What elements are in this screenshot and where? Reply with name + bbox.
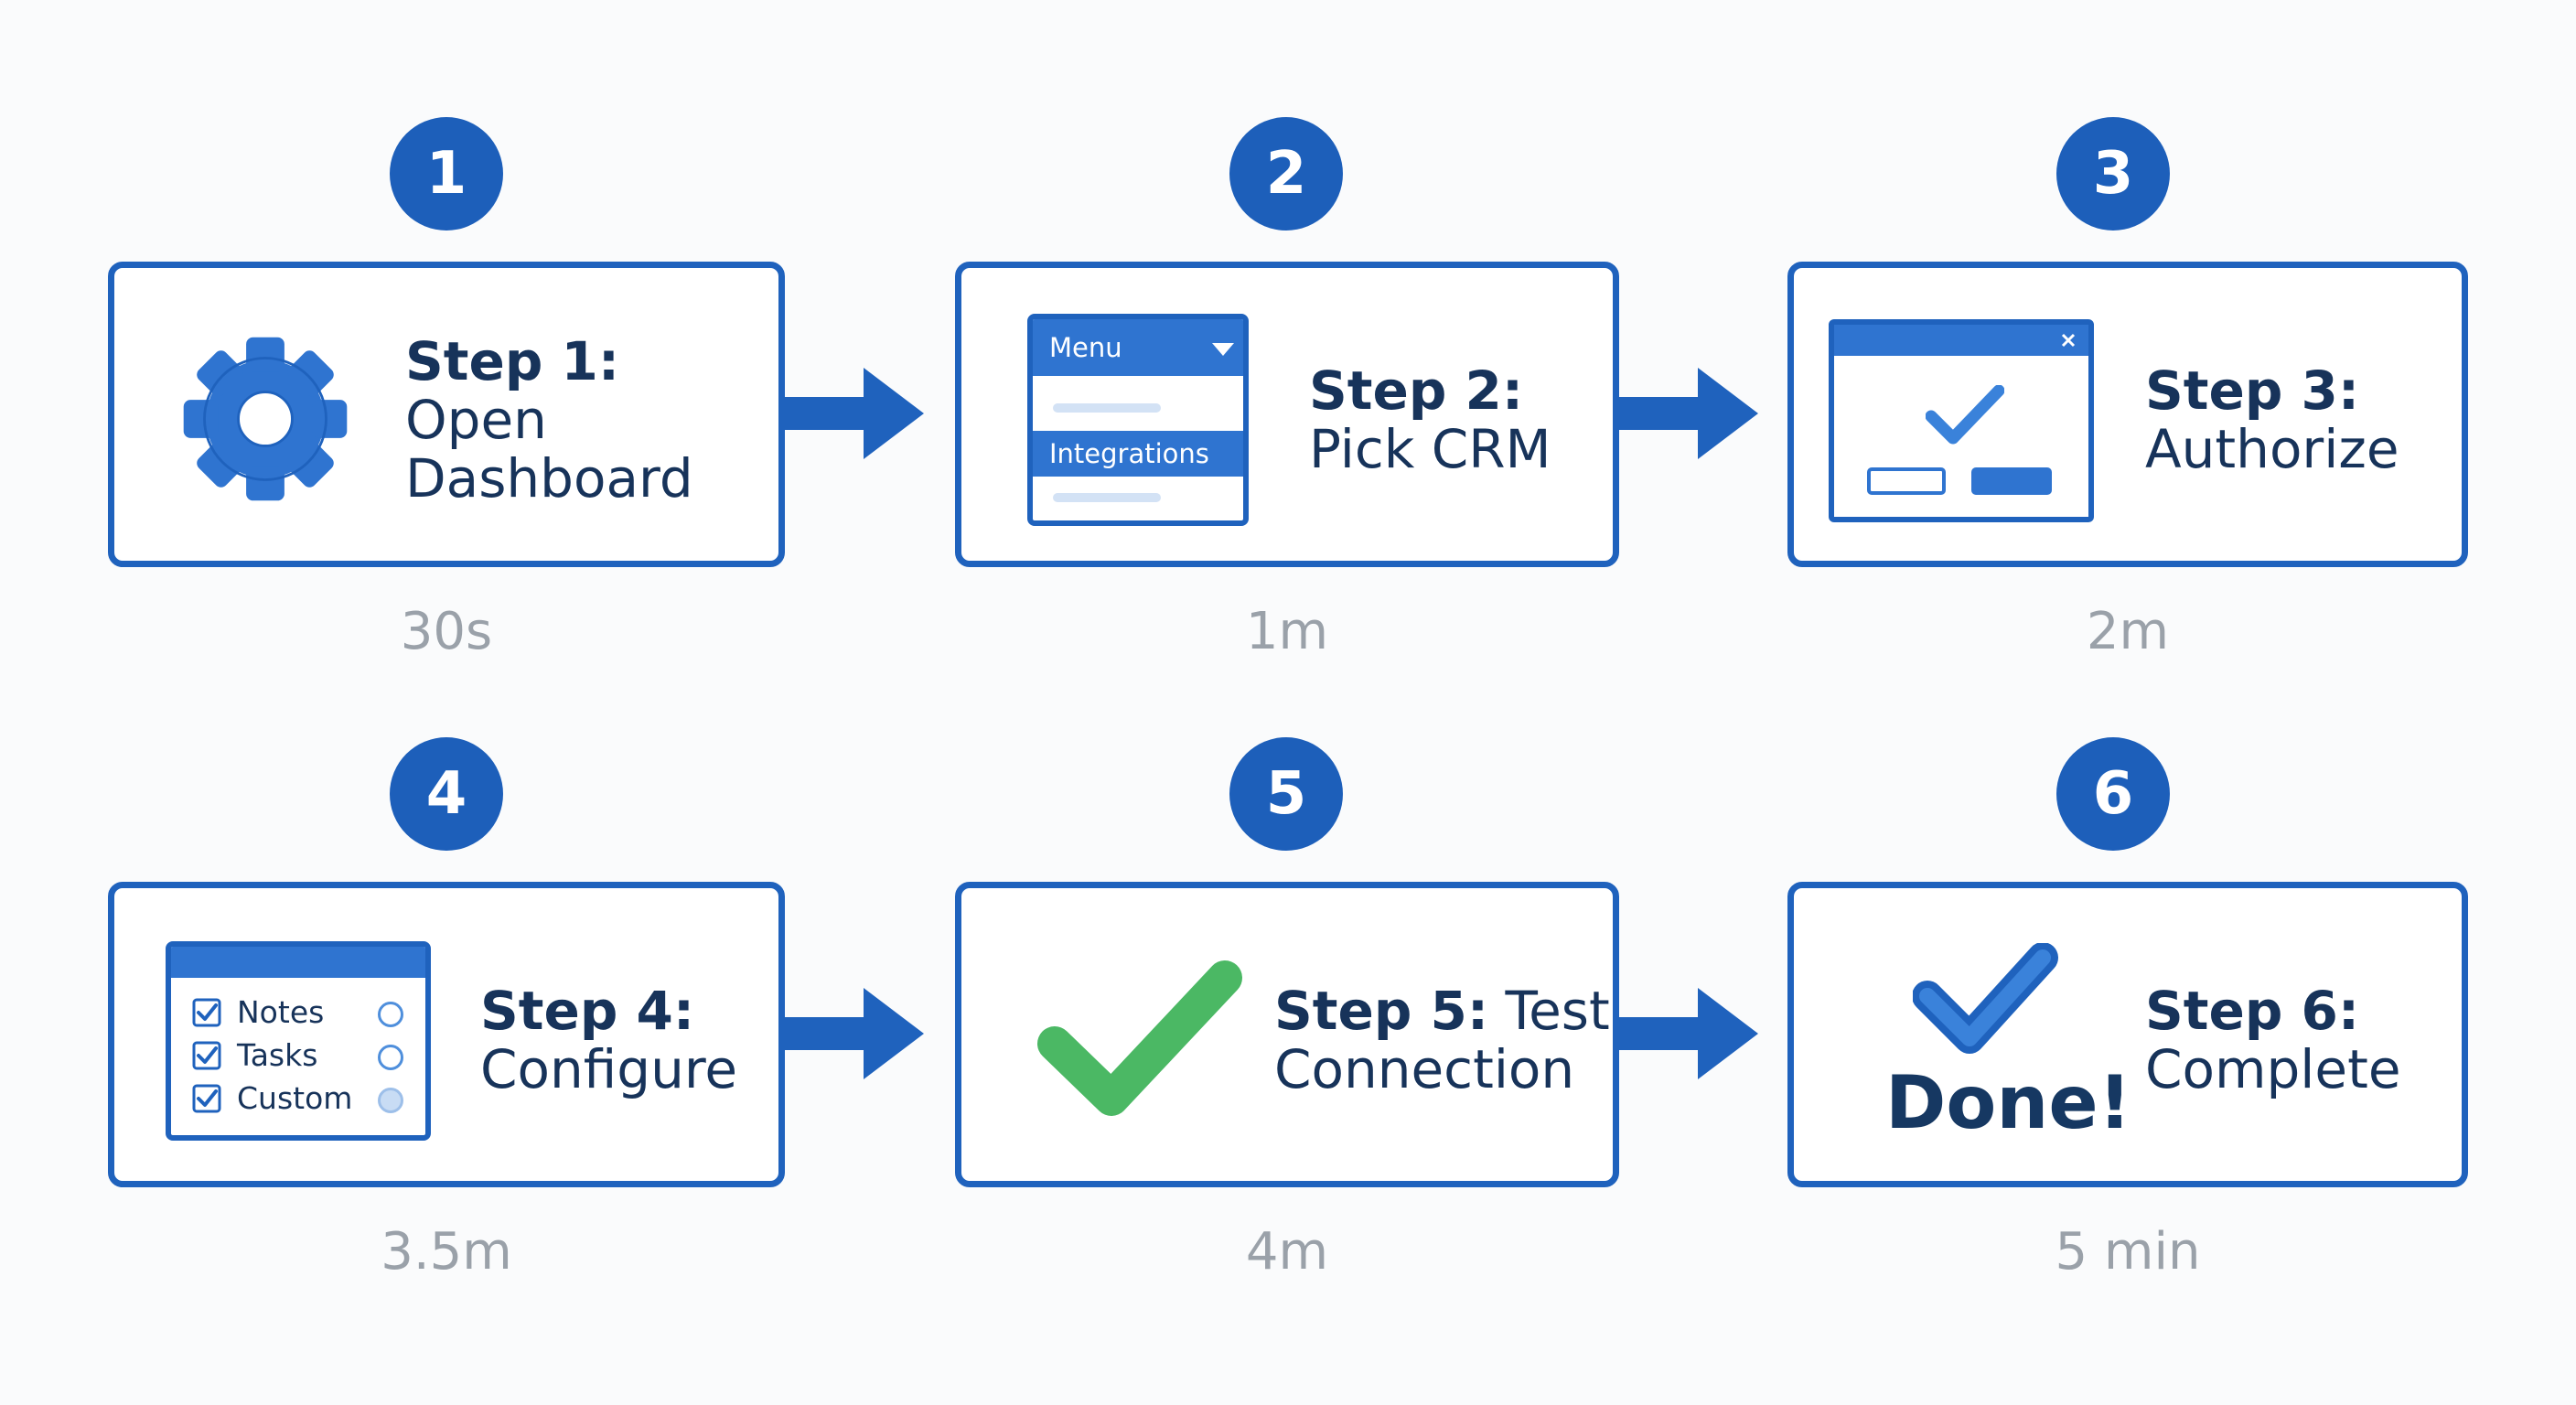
step-2-title: Step 2:: [1309, 359, 1524, 422]
arrow-right-icon: [1617, 988, 1758, 1079]
option-row-notes: Notes: [191, 994, 324, 1030]
step-3-time: 2m: [2086, 602, 2170, 661]
step-5-label: Step 5: Test Connection: [1274, 981, 1610, 1099]
step-1-label: Step 1: Open Dashboard: [405, 332, 693, 508]
arrow-right-icon: [1617, 368, 1758, 459]
option-label-custom: Custom: [237, 1080, 353, 1116]
done-label: Done!: [1885, 1060, 2132, 1145]
radio-empty-icon: [378, 1002, 403, 1027]
menu-item-integrations-label: Integrations: [1049, 438, 1209, 469]
green-checkmark-icon: [1037, 960, 1242, 1116]
gear-icon: [183, 337, 348, 501]
step-2-time: 1m: [1245, 602, 1329, 661]
chevron-down-icon: [1212, 343, 1234, 356]
menu-placeholder-line: [1053, 493, 1161, 502]
step-1-subtitle-line-1: Open: [405, 389, 547, 451]
step-3-card: Step 3: Authorize: [1787, 262, 2468, 567]
step-3-subtitle-line-1: Authorize: [2145, 418, 2399, 480]
close-icon: [2061, 333, 2076, 348]
step-6-subtitle-line-1: Complete: [2145, 1038, 2401, 1100]
step-5-title: Step 5:: [1274, 980, 1489, 1042]
confirm-button-shape: [1971, 467, 2052, 495]
option-label-notes: Notes: [237, 994, 325, 1030]
checkbox-checked-icon: [192, 998, 221, 1026]
arrow-right-icon: [783, 368, 924, 459]
radio-empty-icon: [378, 1045, 403, 1070]
step-3-number: 3: [2092, 140, 2134, 208]
step-2-number: 2: [1265, 140, 1307, 208]
step-1-subtitle-line-2: Dashboard: [405, 447, 693, 509]
step-1-number: 1: [425, 140, 467, 208]
options-checklist-icon: Notes Tasks Custom: [166, 941, 431, 1141]
radio-filled-icon: [378, 1088, 403, 1113]
step-4-time: 3.5m: [381, 1222, 512, 1282]
step-2-label: Step 2: Pick CRM: [1309, 361, 1551, 478]
step-5-time: 4m: [1245, 1222, 1329, 1282]
step-6-number: 6: [2092, 760, 2134, 828]
step-6-label: Step 6: Complete: [2145, 981, 2401, 1099]
step-1-title: Step 1:: [405, 330, 620, 392]
step-4-label: Step 4: Configure: [480, 981, 737, 1099]
checkbox-checked-icon: [192, 1084, 221, 1112]
arrow-right-icon: [783, 988, 924, 1079]
step-6-badge: 6: [2056, 737, 2170, 851]
step-5-title-suffix: Test: [1505, 980, 1610, 1042]
step-4-title: Step 4:: [480, 980, 695, 1042]
step-3-label: Step 3: Authorize: [2145, 361, 2399, 478]
authorize-dialog-icon: [1829, 319, 2094, 522]
menu-dropdown-icon: Menu Integrations: [1027, 314, 1249, 526]
step-2-subtitle-line-1: Pick CRM: [1309, 418, 1551, 480]
step-4-number: 4: [425, 760, 467, 828]
option-label-tasks: Tasks: [237, 1037, 318, 1073]
menu-placeholder-line: [1053, 403, 1161, 413]
step-4-card: Notes Tasks Custom Step 4: Configure: [108, 882, 785, 1187]
blue-checkmark-icon: [1913, 943, 2058, 1054]
option-row-custom: Custom: [191, 1080, 352, 1116]
checkmark-icon: [1926, 385, 2004, 445]
option-row-tasks: Tasks: [191, 1037, 317, 1073]
step-1-time: 30s: [400, 602, 493, 661]
step-5-subtitle-line-1: Connection: [1274, 1038, 1575, 1100]
step-3-title: Step 3:: [2145, 359, 2360, 422]
step-6-time: 5 min: [2055, 1222, 2201, 1282]
step-5-badge: 5: [1229, 737, 1343, 851]
step-3-badge: 3: [2056, 117, 2170, 231]
step-5-number: 5: [1265, 760, 1307, 828]
step-6-title: Step 6:: [2145, 980, 2360, 1042]
step-5-card: Step 5: Test Connection: [955, 882, 1619, 1187]
step-2-badge: 2: [1229, 117, 1343, 231]
checkbox-checked-icon: [192, 1041, 221, 1069]
step-4-badge: 4: [390, 737, 503, 851]
cancel-button-shape: [1867, 467, 1946, 495]
step-2-card: Menu Integrations Step 2: Pick CRM: [955, 262, 1619, 567]
step-1-card: Step 1: Open Dashboard: [108, 262, 785, 567]
step-1-badge: 1: [390, 117, 503, 231]
step-6-card: Done! Step 6: Complete: [1787, 882, 2468, 1187]
step-4-subtitle-line-1: Configure: [480, 1038, 738, 1100]
menu-header-label: Menu: [1049, 332, 1122, 363]
menu-item-integrations: [1033, 431, 1243, 477]
